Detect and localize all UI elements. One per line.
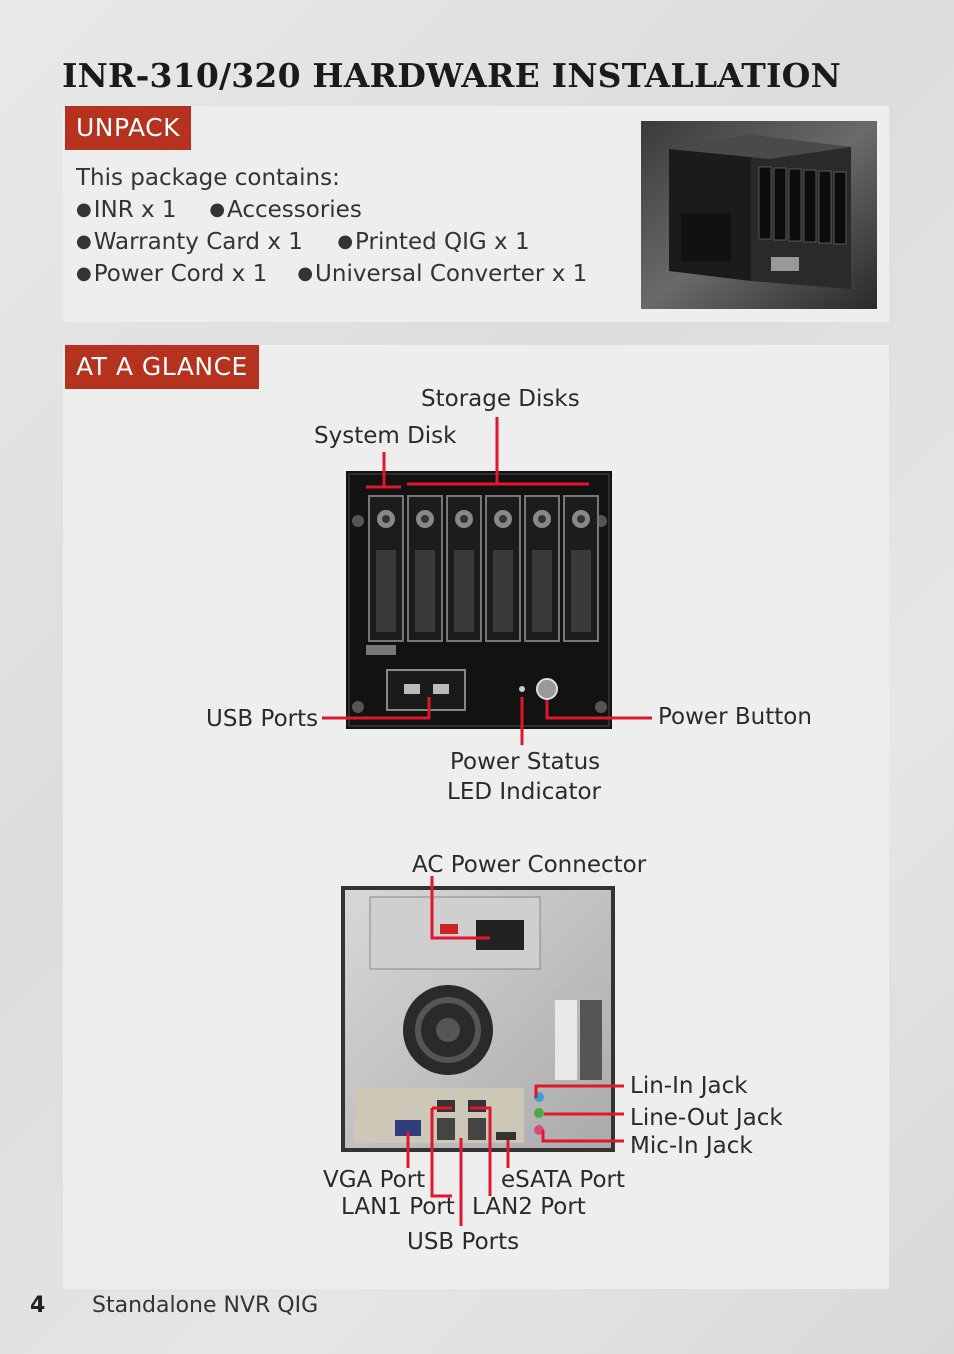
- rear-callouts: [406, 876, 624, 1226]
- line-in-jack-label: Lin-In Jack: [630, 1073, 748, 1099]
- bullet-icon: ●: [297, 263, 314, 284]
- bullet-icon: ●: [209, 199, 226, 220]
- page-number: 4: [30, 1293, 46, 1318]
- bullet-icon: ●: [76, 199, 92, 220]
- power-status-label: Power Status: [450, 749, 601, 775]
- led-indicator-label: LED Indicator: [447, 779, 602, 805]
- lan1-port-label: LAN1 Port: [341, 1194, 455, 1220]
- bullet-icon: ●: [337, 231, 354, 252]
- list-item: ●Power Cord x 1 ●Universal Converter x 1: [76, 258, 587, 290]
- lan2-port-label: LAN2 Port: [472, 1194, 586, 1220]
- vga-port-label: VGA Port: [323, 1167, 426, 1193]
- bullet-icon: ●: [76, 231, 92, 252]
- front-panel-image: [346, 471, 612, 729]
- rear-panel-image: [341, 886, 615, 1152]
- front-callouts: [322, 417, 652, 745]
- storage-disks-label: Storage Disks: [421, 386, 580, 412]
- unpack-tag: UNPACK: [65, 106, 191, 150]
- drive-bays: [368, 495, 599, 642]
- bullet-icon: ●: [76, 263, 92, 284]
- package-intro: This package contains:: [76, 165, 340, 191]
- document-title: Standalone NVR QIG: [92, 1293, 319, 1318]
- package-contents: This package contains: ●INR x 1 ●Accesso…: [76, 162, 587, 290]
- power-button-label: Power Button: [658, 704, 812, 730]
- list-item: ●Warranty Card x 1 ●Printed QIG x 1: [76, 226, 587, 258]
- line-out-jack-label: Line-Out Jack: [630, 1105, 783, 1131]
- system-disk-label: System Disk: [314, 423, 457, 449]
- list-item: ●INR x 1 ●Accessories: [76, 194, 587, 226]
- esata-port-label: eSATA Port: [501, 1167, 626, 1193]
- ac-power-connector-label: AC Power Connector: [412, 852, 647, 878]
- product-photo: [641, 121, 877, 309]
- glance-tag: AT A GLANCE: [65, 345, 259, 389]
- mic-in-jack-label: Mic-In Jack: [630, 1133, 753, 1159]
- front-usb-ports-label: USB Ports: [206, 706, 319, 732]
- page-title: INR-310/320 HARDWARE INSTALLATION: [62, 56, 841, 95]
- rear-usb-ports-label: USB Ports: [407, 1229, 520, 1255]
